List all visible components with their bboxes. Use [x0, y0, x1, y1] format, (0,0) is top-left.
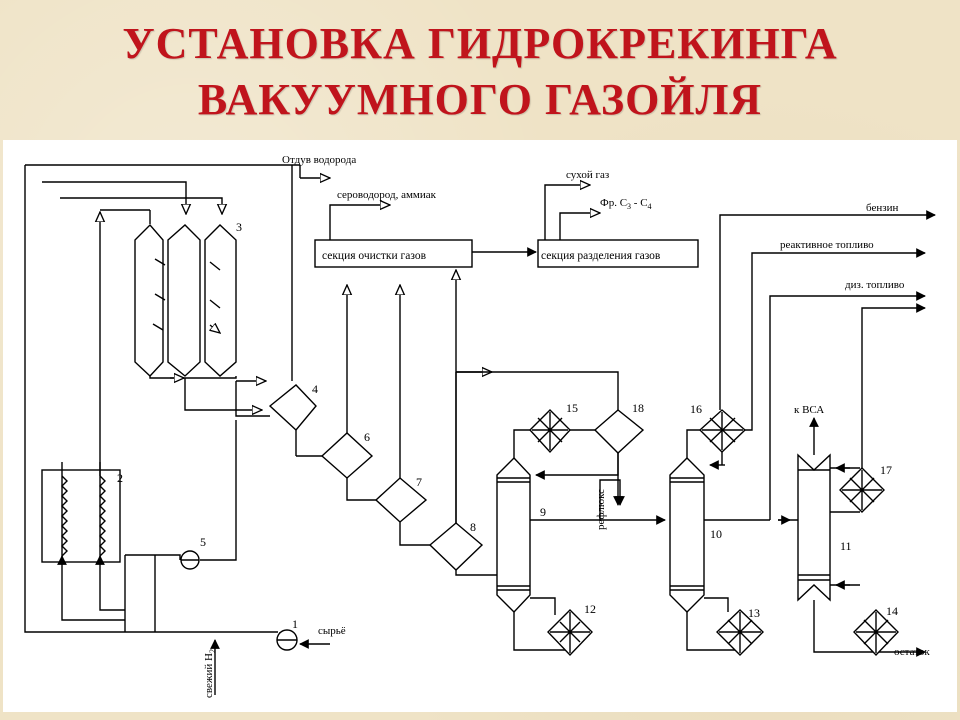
label-dry-gas: сухой газ: [566, 169, 609, 181]
exchanger-17: [839, 303, 926, 513]
eq-number-14: 14: [886, 604, 898, 618]
reboiler-12: [547, 609, 593, 657]
column-10: [600, 429, 770, 651]
eq-number-7: 7: [416, 475, 422, 489]
process-flow-diagram: секция очистки газов секция разделения г…: [3, 140, 957, 712]
eq-number-17: 17: [880, 463, 892, 477]
reboiler-14: [853, 609, 899, 657]
label-diesel: диз. топливо: [845, 279, 905, 291]
title-line-2: ВАКУУМНОГО ГАЗОЙЛЯ: [197, 75, 763, 124]
eq-number-15: 15: [566, 401, 578, 415]
label-jet-fuel: реактивное топливо: [780, 239, 874, 251]
label-c3c4-sub2: 4: [648, 202, 652, 211]
eq-number-1: 1: [292, 617, 298, 631]
eq-number-2: 2: [117, 471, 123, 485]
separator-18: [456, 371, 645, 506]
label-fresh-h2: свежий H2: [203, 649, 217, 698]
column-11: [769, 291, 926, 657]
main-piping: [24, 164, 330, 695]
reboiler-13: [715, 609, 765, 656]
gas-cleaning-label: секция очистки газов: [322, 250, 427, 262]
furnace-2: [41, 462, 121, 563]
label-residue: остаток: [894, 646, 930, 658]
reactors-3: [134, 223, 237, 377]
label-c3c4-sub1: 3: [627, 202, 631, 211]
eq-number-11: 11: [840, 539, 852, 553]
gas-cleaning-section: секция очистки газов: [314, 205, 537, 268]
pump-1: [276, 629, 298, 651]
eq-number-18: 18: [632, 401, 644, 415]
label-fresh-h2-sub: 2: [208, 649, 217, 653]
column-9: [496, 429, 625, 651]
eq-number-5: 5: [200, 535, 206, 549]
separator-6: [320, 285, 376, 501]
label-gasoline: бензин: [866, 202, 898, 214]
label-reflux: рефлюкс: [595, 489, 607, 530]
label-to-vsa: к ВСА: [794, 404, 824, 416]
title-line-1: УСТАНОВКА ГИДРОКРЕКИНГА: [122, 19, 838, 68]
separator-4: [268, 384, 322, 457]
eq-number-9: 9: [540, 505, 546, 519]
eq-number-10: 10: [710, 527, 722, 541]
gas-separation-section: секция разделения газов: [537, 185, 699, 268]
label-c3c4-mid: - C: [631, 197, 648, 209]
eq-number-3: 3: [236, 220, 242, 234]
gas-separation-label: секция разделения газов: [541, 250, 661, 262]
slide-title: УСТАНОВКА ГИДРОКРЕКИНГА ВАКУУМНОГО ГАЗОЙ…: [0, 16, 960, 128]
label-h2s-ammonia: сероводород, аммиак: [337, 189, 437, 201]
eq-number-13: 13: [748, 606, 760, 620]
eq-number-12: 12: [584, 602, 596, 616]
label-c3c4: Фр. C3 - C4: [600, 197, 652, 211]
label-feed: сырьё: [318, 625, 346, 637]
eq-number-8: 8: [470, 520, 476, 534]
gasoline-line: [719, 210, 936, 410]
label-hydrogen-purge: Отдув водорода: [282, 154, 356, 166]
equipment-numbers: 1 2 3 4 5 6 7 8 9 10 11 12 13 14 15 16 1…: [117, 220, 898, 631]
separator-8: [428, 270, 497, 576]
separator-7: [374, 285, 430, 546]
eq-number-4: 4: [312, 382, 318, 396]
eq-number-16: 16: [690, 402, 702, 416]
label-c3c4-prefix: Фр. C: [600, 197, 627, 209]
exchanger-15: [529, 409, 571, 454]
pump-5: [180, 550, 200, 570]
label-fresh-h2-main: свежий H: [203, 653, 215, 698]
eq-number-6: 6: [364, 430, 370, 444]
exchanger-16: [698, 248, 926, 465]
